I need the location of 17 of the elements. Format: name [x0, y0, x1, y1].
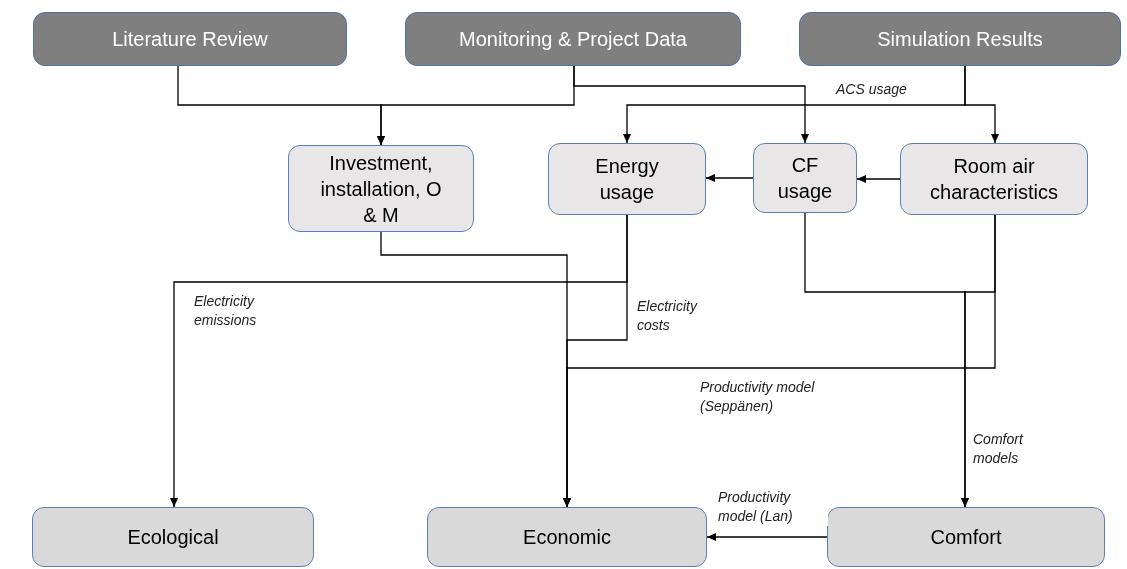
process-box: Investment, installation, O & M [288, 145, 474, 232]
process-box: Ecological [32, 507, 314, 567]
process-box: Simulation Results [799, 12, 1121, 66]
connector-arrow [964, 65, 999, 144]
connector-arrow [573, 65, 809, 144]
process-box: Room air characteristics [900, 143, 1088, 215]
edge-label: Productivity model (Lan) [718, 488, 828, 526]
process-box: Comfort [827, 507, 1105, 567]
connector-arrow [705, 174, 754, 182]
process-box: Energy usage [548, 143, 706, 215]
process-box: Monitoring & Project Data [405, 12, 741, 66]
process-box: CF usage [753, 143, 857, 213]
process-box: Economic [427, 507, 707, 567]
connector-arrow [961, 214, 996, 508]
process-box: Literature Review [33, 12, 347, 66]
connector-arrow [856, 175, 901, 183]
connector-arrow [706, 533, 828, 541]
